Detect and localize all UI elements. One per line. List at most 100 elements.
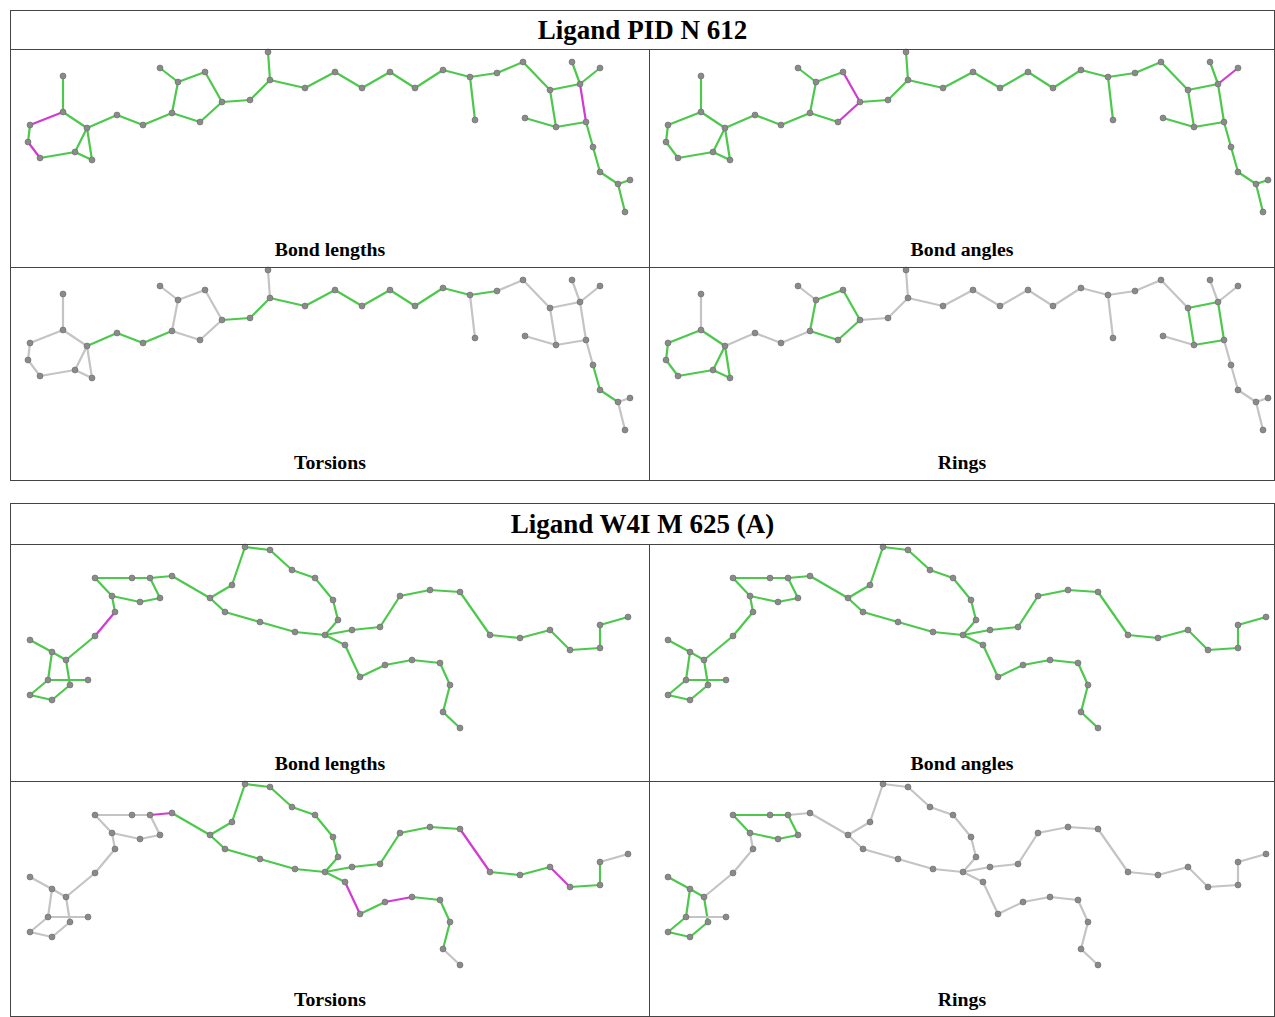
bond bbox=[210, 585, 232, 598]
atom bbox=[597, 882, 603, 888]
bond bbox=[1218, 286, 1238, 302]
bond bbox=[863, 849, 898, 859]
bond bbox=[572, 280, 580, 302]
bond bbox=[48, 679, 88, 681]
atom bbox=[1158, 277, 1164, 283]
table-header: Ligand PID N 612 bbox=[11, 11, 1274, 49]
bond bbox=[963, 872, 983, 882]
atom bbox=[590, 362, 596, 368]
bond bbox=[690, 922, 708, 937]
bond bbox=[983, 882, 998, 914]
geometry-panel: Bond lengths bbox=[11, 544, 649, 781]
bond bbox=[810, 113, 838, 122]
bond bbox=[1108, 77, 1113, 120]
atom bbox=[289, 804, 295, 810]
atom bbox=[813, 297, 819, 303]
atom bbox=[1065, 587, 1071, 593]
atom bbox=[359, 303, 365, 309]
bond bbox=[1188, 867, 1208, 887]
atom bbox=[1253, 399, 1259, 405]
bond bbox=[268, 52, 270, 80]
atom bbox=[905, 77, 911, 83]
atom bbox=[687, 649, 693, 655]
bond bbox=[1018, 596, 1038, 627]
bond bbox=[1188, 84, 1218, 90]
atom bbox=[840, 69, 846, 75]
atom bbox=[577, 81, 583, 87]
ligand-structure bbox=[665, 544, 1269, 731]
bond bbox=[200, 320, 222, 340]
atom bbox=[92, 812, 98, 818]
atom bbox=[1085, 682, 1091, 688]
bond bbox=[360, 665, 385, 677]
bond bbox=[225, 612, 260, 622]
atom bbox=[687, 934, 693, 940]
bond bbox=[848, 822, 870, 835]
atom bbox=[60, 73, 66, 79]
bond bbox=[295, 632, 325, 635]
bond bbox=[1238, 617, 1266, 625]
atom bbox=[1020, 899, 1026, 905]
bond bbox=[1098, 829, 1128, 872]
atom bbox=[835, 337, 841, 343]
atom bbox=[1078, 285, 1084, 291]
bond bbox=[750, 596, 778, 602]
bond bbox=[810, 82, 816, 113]
bond bbox=[325, 872, 345, 882]
atom bbox=[940, 85, 946, 91]
atom bbox=[705, 919, 711, 925]
atom bbox=[247, 315, 253, 321]
bond bbox=[1081, 712, 1098, 728]
bond bbox=[990, 864, 1018, 867]
bond bbox=[843, 72, 860, 102]
atom bbox=[494, 288, 500, 294]
atom bbox=[1025, 69, 1031, 75]
bond bbox=[1210, 62, 1218, 84]
bond bbox=[470, 295, 475, 338]
atom bbox=[1158, 59, 1164, 65]
bond bbox=[95, 849, 115, 873]
panel-label: Bond lengths bbox=[11, 752, 649, 775]
atom bbox=[349, 627, 355, 633]
bond bbox=[843, 290, 860, 320]
bond bbox=[335, 72, 362, 88]
bond bbox=[798, 68, 816, 82]
bond bbox=[490, 872, 520, 875]
bond bbox=[95, 815, 112, 833]
atom bbox=[1095, 725, 1101, 731]
atom bbox=[665, 874, 671, 880]
bond bbox=[385, 660, 412, 665]
atom bbox=[940, 303, 946, 309]
atom bbox=[1078, 709, 1084, 715]
atom bbox=[663, 139, 669, 145]
bond bbox=[550, 90, 556, 127]
bond bbox=[550, 867, 570, 887]
bond bbox=[30, 932, 52, 937]
atom bbox=[1185, 864, 1191, 870]
atom bbox=[730, 812, 736, 818]
geometry-panel: Rings bbox=[649, 781, 1274, 1017]
atom bbox=[387, 69, 393, 75]
atom bbox=[467, 292, 473, 298]
atom bbox=[615, 181, 621, 187]
bond bbox=[998, 902, 1023, 914]
atom bbox=[997, 85, 1003, 91]
ligand-table: Ligand W4I M 625 (A)Bond lengthsBond ang… bbox=[10, 503, 1275, 1017]
atom bbox=[92, 870, 98, 876]
atom bbox=[522, 115, 528, 121]
atom bbox=[1160, 115, 1166, 121]
bond bbox=[788, 578, 798, 598]
atom bbox=[1191, 342, 1197, 348]
atom bbox=[487, 632, 493, 638]
bond bbox=[112, 596, 140, 602]
bond bbox=[520, 630, 550, 638]
bond bbox=[1068, 590, 1098, 592]
atom bbox=[590, 144, 596, 150]
bond bbox=[963, 867, 990, 872]
bond bbox=[270, 787, 292, 807]
bond bbox=[172, 331, 200, 340]
atom bbox=[778, 340, 784, 346]
bond bbox=[1231, 365, 1238, 390]
bond bbox=[225, 849, 260, 859]
bond bbox=[943, 72, 973, 88]
